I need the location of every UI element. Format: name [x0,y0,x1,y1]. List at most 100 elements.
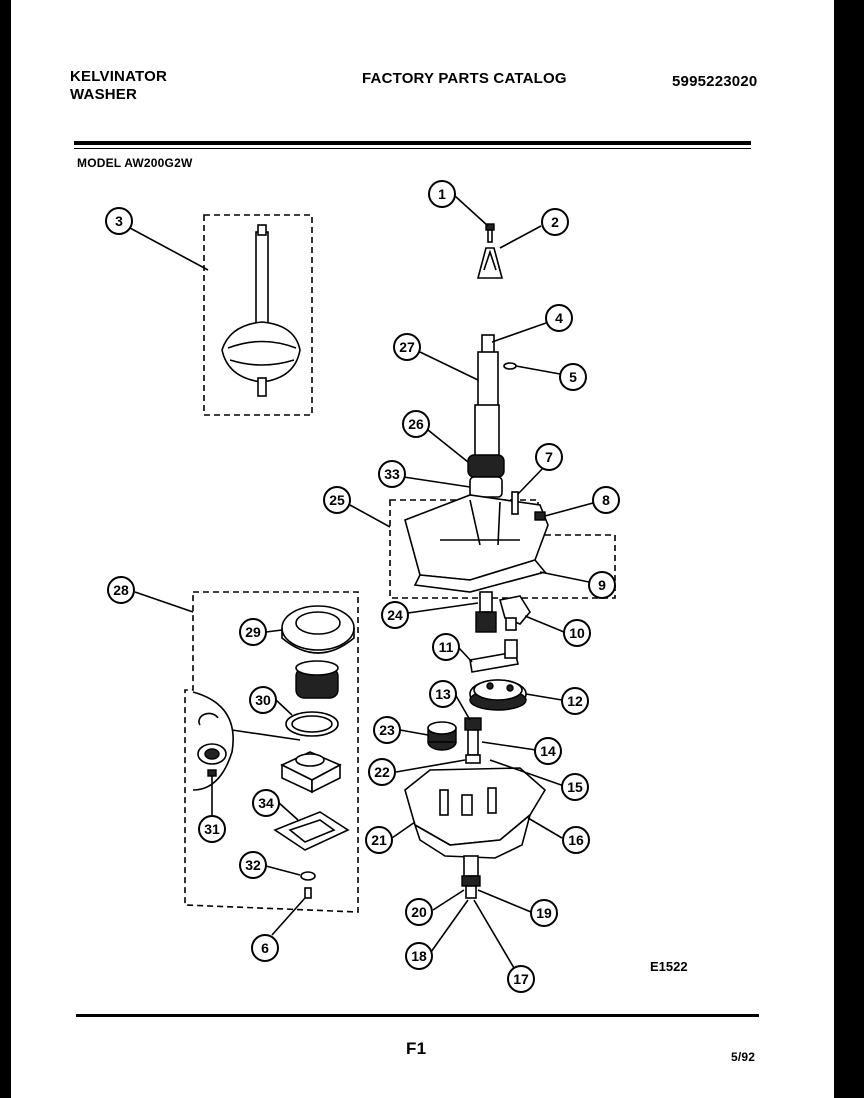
svg-text:31: 31 [204,821,220,837]
svg-text:27: 27 [399,339,415,355]
part-27-shaft [474,334,500,461]
callout-25: 25 [323,486,351,514]
part-22-washer [465,754,481,764]
callout-34: 34 [252,789,280,817]
part-31-bearing [197,712,227,777]
leader-lines [129,195,594,969]
callout-4: 4 [545,304,573,332]
svg-text:16: 16 [568,832,584,848]
callout-19: 19 [530,899,558,927]
part-23-pinion-gear [427,721,457,751]
part-25-upper-housing [404,494,549,593]
part-16-gear-case [404,767,547,859]
part-24-pinion [475,591,497,633]
catalog-number: 5995223020 [672,73,758,90]
page-title: FACTORY PARTS CATALOG [362,70,567,87]
callout-18: 18 [405,942,433,970]
svg-text:22: 22 [374,764,390,780]
footer-date: 5/92 [731,1050,756,1064]
svg-text:34: 34 [258,795,274,811]
part-5-clip [503,362,517,370]
svg-text:7: 7 [545,449,553,465]
svg-text:15: 15 [567,779,583,795]
assembly-box-25 [389,499,616,599]
callout-10: 10 [563,619,591,647]
callout-1: 1 [428,180,456,208]
callout-7: 7 [535,443,563,471]
svg-text:14: 14 [540,743,556,759]
svg-text:8: 8 [602,492,610,508]
part-33-bushing [469,476,503,498]
svg-text:17: 17 [513,971,529,987]
part-8-nut [534,511,546,521]
svg-text:13: 13 [435,686,451,702]
part-6-screw [304,887,312,899]
model-label: MODEL AW200G2W [77,156,193,170]
svg-text:11: 11 [439,639,454,655]
callout-14: 14 [534,737,562,765]
svg-text:29: 29 [245,624,261,640]
footer-rule [76,1014,759,1017]
brand-label: KELVINATOR [70,68,168,85]
callout-27: 27 [393,333,421,361]
product-label: WASHER [70,86,138,103]
callout-11: 11 [432,633,460,661]
svg-text:24: 24 [387,607,403,623]
part-seal-block [280,751,342,794]
part-12-gear [469,679,527,711]
svg-text:28: 28 [113,582,129,598]
svg-text:20: 20 [411,904,427,920]
callout-22: 22 [368,758,396,786]
callout-8: 8 [592,486,620,514]
part-1-screw [485,223,495,243]
callout-20: 20 [405,898,433,926]
header-rule-thin [74,148,751,149]
assembly-box-28 [184,591,359,913]
callout-17: 17 [507,965,535,993]
part-29-ring [281,605,355,654]
part-32-washer [300,871,316,881]
svg-text:5: 5 [569,369,577,385]
svg-text:30: 30 [255,692,271,708]
svg-text:19: 19 [536,905,552,921]
part-spring [295,660,339,699]
callout-30: 30 [249,686,277,714]
callout-21: 21 [365,826,393,854]
scan-border-left [0,0,11,1098]
callout-24: 24 [381,601,409,629]
callout-13: 13 [429,680,457,708]
callout-3: 3 [105,207,133,235]
scan-border-right [834,0,864,1098]
svg-text:23: 23 [379,722,395,738]
part-26-seal [467,454,505,478]
svg-text:12: 12 [567,693,583,709]
header-rule-thick [74,141,751,145]
callout-6: 6 [251,934,279,962]
svg-text:33: 33 [384,466,400,482]
svg-text:4: 4 [555,310,563,326]
svg-text:21: 21 [371,832,387,848]
part-2-cap [476,247,504,279]
callout-29: 29 [239,618,267,646]
callout-2: 2 [541,208,569,236]
svg-text:1: 1 [438,186,446,202]
callout-16: 16 [562,826,590,854]
svg-text:18: 18 [411,948,427,964]
svg-text:25: 25 [329,492,345,508]
part-14-shaft [467,729,479,756]
svg-text:9: 9 [598,577,606,593]
svg-text:26: 26 [408,416,424,432]
svg-text:10: 10 [569,625,585,641]
callout-12: 12 [561,687,589,715]
svg-text:3: 3 [115,213,123,229]
assembly-box-3 [203,214,313,416]
callout-23: 23 [373,716,401,744]
svg-text:2: 2 [551,214,559,230]
callout-9: 9 [588,571,616,599]
svg-text:6: 6 [261,940,269,956]
part-10-crank [498,595,531,625]
page-number: F1 [406,1039,427,1058]
part-34-square-seal [273,811,350,851]
callout-32: 32 [239,851,267,879]
